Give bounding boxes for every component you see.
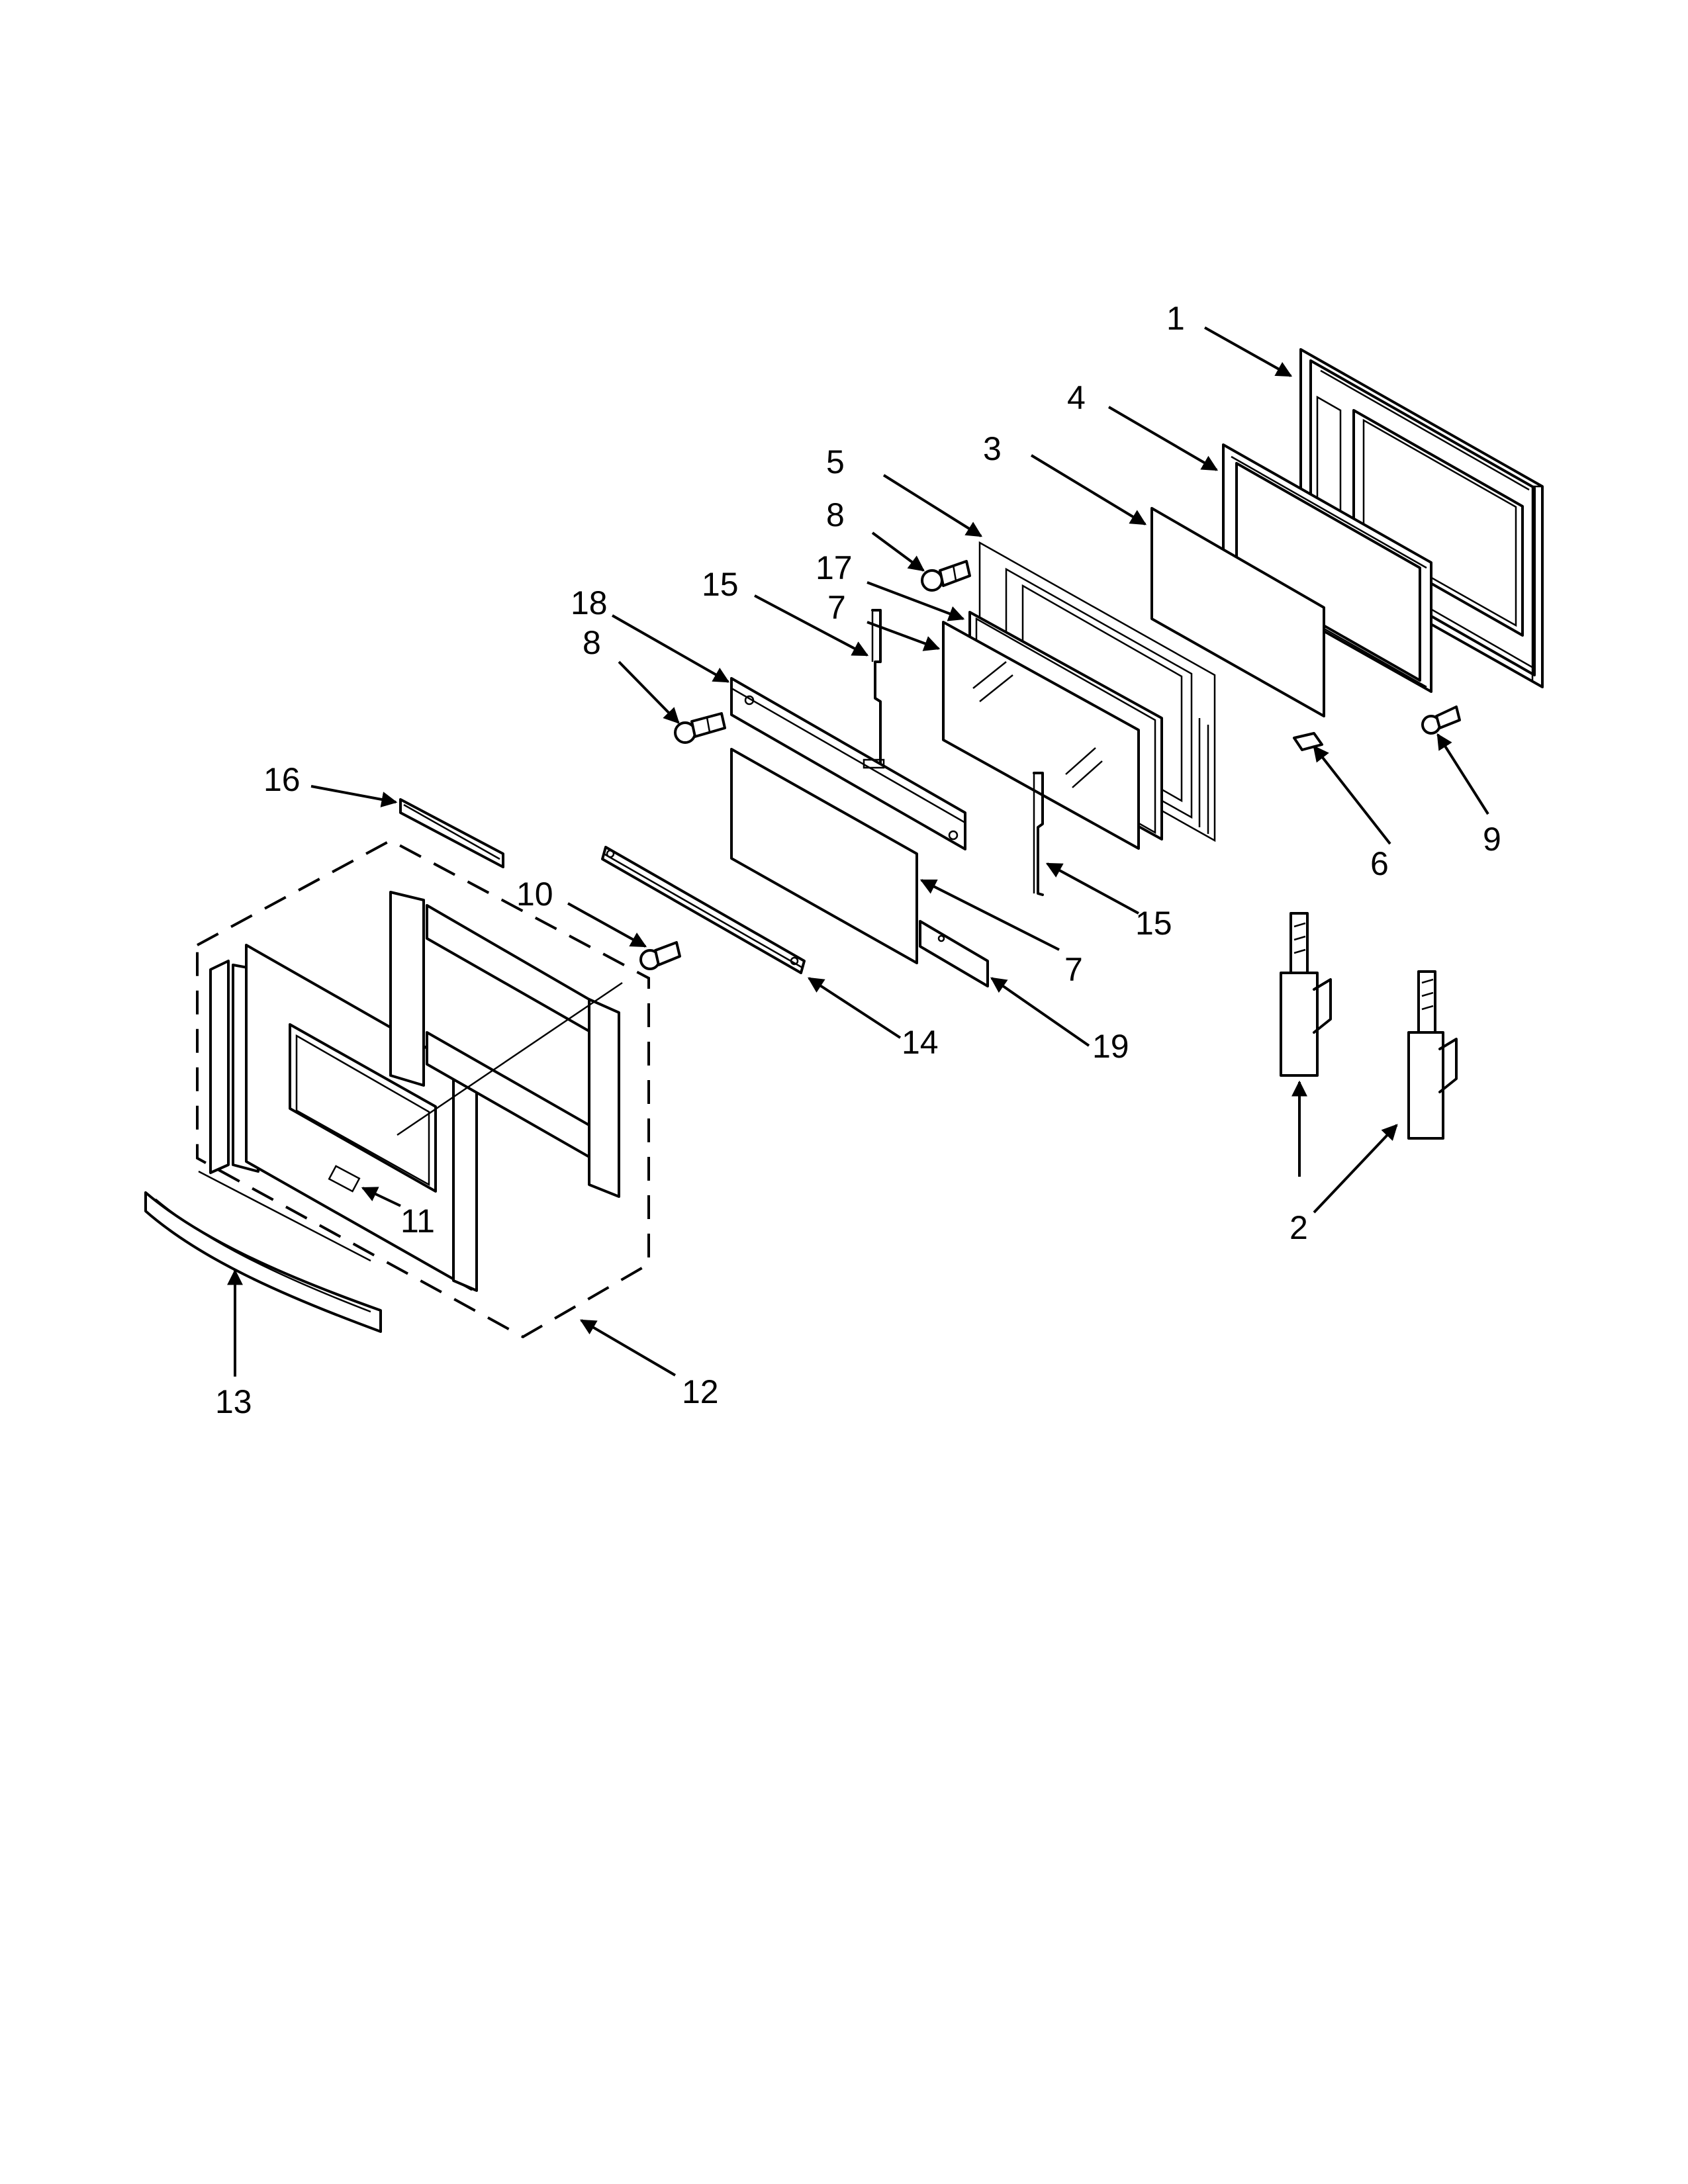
part-screw-10 — [639, 941, 681, 970]
part-clip-6 — [1293, 732, 1323, 751]
part-trim-strip — [919, 920, 989, 987]
callout-12: 12 — [682, 1373, 719, 1410]
callout-17: 17 — [816, 549, 853, 586]
callout-4: 4 — [1067, 379, 1086, 416]
callout-18: 18 — [571, 584, 608, 621]
callout-3: 3 — [983, 430, 1002, 467]
part-screw-upper — [921, 560, 971, 592]
part-insulation-panel — [1150, 507, 1325, 717]
part-door-rail — [601, 846, 806, 974]
part-door-glass-lower — [730, 748, 918, 964]
part-door-liner-frame — [1222, 443, 1432, 693]
callout-13: 13 — [215, 1383, 252, 1420]
callout-7-lower: 7 — [1064, 951, 1083, 988]
callout-5: 5 — [826, 443, 845, 480]
part-outer-door-assembly — [196, 839, 650, 1339]
leader-lines — [227, 326, 1489, 1377]
callout-10: 10 — [516, 876, 553, 913]
callout-11: 11 — [400, 1203, 435, 1240]
callout-labels: 1 4 3 5 8 17 7 15 18 8 16 10 6 9 15 7 14… — [215, 300, 1501, 1420]
part-screw-lower — [674, 712, 726, 744]
callout-7-upper: 7 — [827, 589, 846, 626]
part-door-glass-upper — [942, 621, 1140, 850]
callout-6: 6 — [1370, 845, 1389, 882]
callout-15-lower: 15 — [1135, 905, 1172, 942]
callout-16: 16 — [263, 761, 301, 798]
callout-9: 9 — [1483, 821, 1501, 858]
callout-19: 19 — [1092, 1028, 1129, 1065]
part-glass-bracket-upper — [871, 609, 882, 769]
callout-1: 1 — [1166, 300, 1185, 337]
callout-15-upper: 15 — [702, 566, 739, 603]
part-screw-9 — [1421, 705, 1461, 735]
callout-14: 14 — [902, 1024, 939, 1061]
callout-8-lower: 8 — [583, 624, 601, 661]
part-door-handle — [144, 1191, 382, 1333]
part-outer-door-frame — [1299, 348, 1544, 689]
callout-2: 2 — [1289, 1209, 1308, 1246]
part-hinge-left — [1280, 912, 1332, 1077]
part-glass-bracket-lower — [1033, 772, 1044, 896]
part-door-bracket — [399, 798, 504, 868]
callout-8-upper: 8 — [826, 496, 845, 533]
part-hinge-right — [1407, 970, 1458, 1140]
part-vent-channel — [730, 677, 966, 850]
